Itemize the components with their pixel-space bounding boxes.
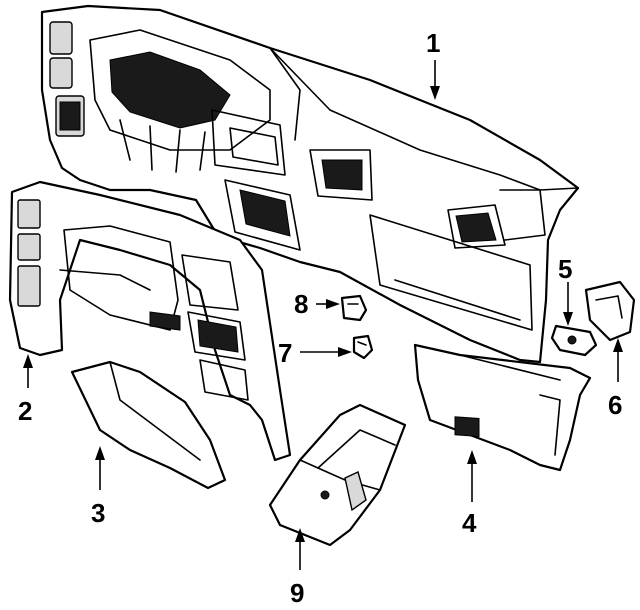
- callout-labels: 1 2 3 4 5 6 7 8 9: [18, 28, 622, 608]
- storage-tray-part: [268, 403, 407, 547]
- callout-1: 1: [426, 28, 440, 58]
- instrument-panel-part: [40, 4, 580, 364]
- callout-4: 4: [462, 508, 477, 538]
- cluster-bezel-part: [8, 180, 292, 462]
- bumper-part: [584, 280, 636, 342]
- leader-lines: [23, 60, 623, 570]
- callout-9: 9: [290, 578, 304, 608]
- glove-box-door-part: [413, 343, 592, 472]
- clip-part: [352, 334, 374, 360]
- callout-5: 5: [558, 254, 572, 284]
- callout-3: 3: [91, 498, 105, 528]
- retainer-part: [340, 294, 368, 322]
- callout-7: 7: [278, 338, 292, 368]
- callout-6: 6: [608, 390, 622, 420]
- callout-8: 8: [294, 289, 308, 319]
- latch-part: [550, 324, 598, 357]
- callout-2: 2: [18, 396, 32, 426]
- lower-cover-part: [70, 360, 227, 490]
